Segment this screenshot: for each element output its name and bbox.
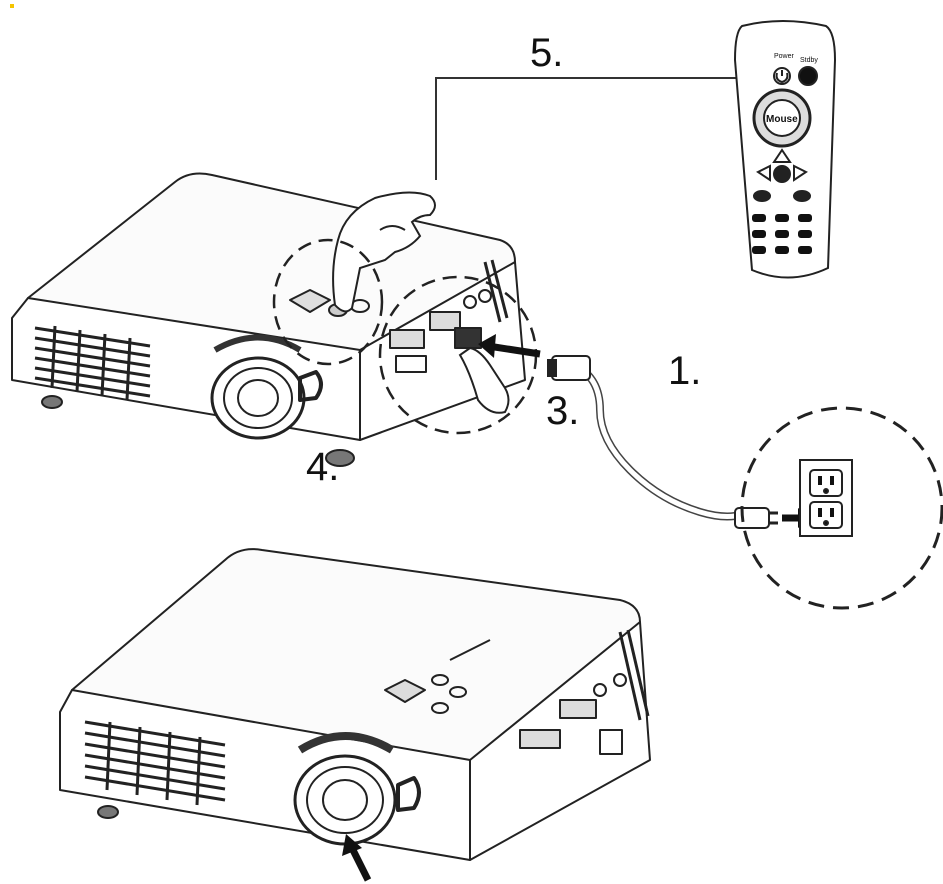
remote-control xyxy=(733,20,837,279)
step-4-label: 4. xyxy=(306,445,339,489)
projector-bottom xyxy=(59,548,651,861)
step-5-label: 5. xyxy=(530,31,563,75)
zoom-circle-controls xyxy=(272,238,384,366)
wall-outlet xyxy=(799,459,853,537)
leader-line-remote xyxy=(435,77,775,180)
remote-enter xyxy=(773,165,791,183)
projector-top-controls xyxy=(289,289,370,317)
remote-left-icon xyxy=(756,164,771,182)
projector-bottom-lens xyxy=(293,732,397,846)
projector-top-vent xyxy=(34,325,151,401)
step-1-label: 1. xyxy=(668,349,701,393)
hand-plug-icon xyxy=(458,346,510,414)
projector-top-ports xyxy=(389,259,509,373)
hand-press-icon xyxy=(332,191,436,313)
zoom-circle-outlet xyxy=(740,406,943,610)
projector-bottom-vent xyxy=(84,720,226,806)
power-cord-plug-projector xyxy=(547,355,591,381)
remote-standby-label: Stdby xyxy=(800,57,818,64)
remote-button-grid xyxy=(752,214,812,254)
remote-right-icon xyxy=(793,164,808,182)
arrow-up-right-icon xyxy=(342,834,372,882)
remote-power-label: Power xyxy=(774,53,795,60)
projector-bottom-ports xyxy=(519,629,650,755)
step-3-label: 3. xyxy=(546,389,579,433)
projector-top-lens xyxy=(210,334,306,440)
standby-button xyxy=(798,66,818,86)
power-icon xyxy=(773,67,791,85)
projector-top xyxy=(11,172,526,467)
arrow-right-icon xyxy=(478,334,541,358)
projector-bottom-controls xyxy=(384,639,491,714)
remote-up-icon xyxy=(772,148,792,163)
remote-dpad-label: Mouse xyxy=(766,114,798,125)
projector-top-badge xyxy=(298,370,323,402)
power-cord xyxy=(582,368,736,521)
projector-bottom-badge xyxy=(396,776,421,812)
corner-mark xyxy=(10,4,14,8)
